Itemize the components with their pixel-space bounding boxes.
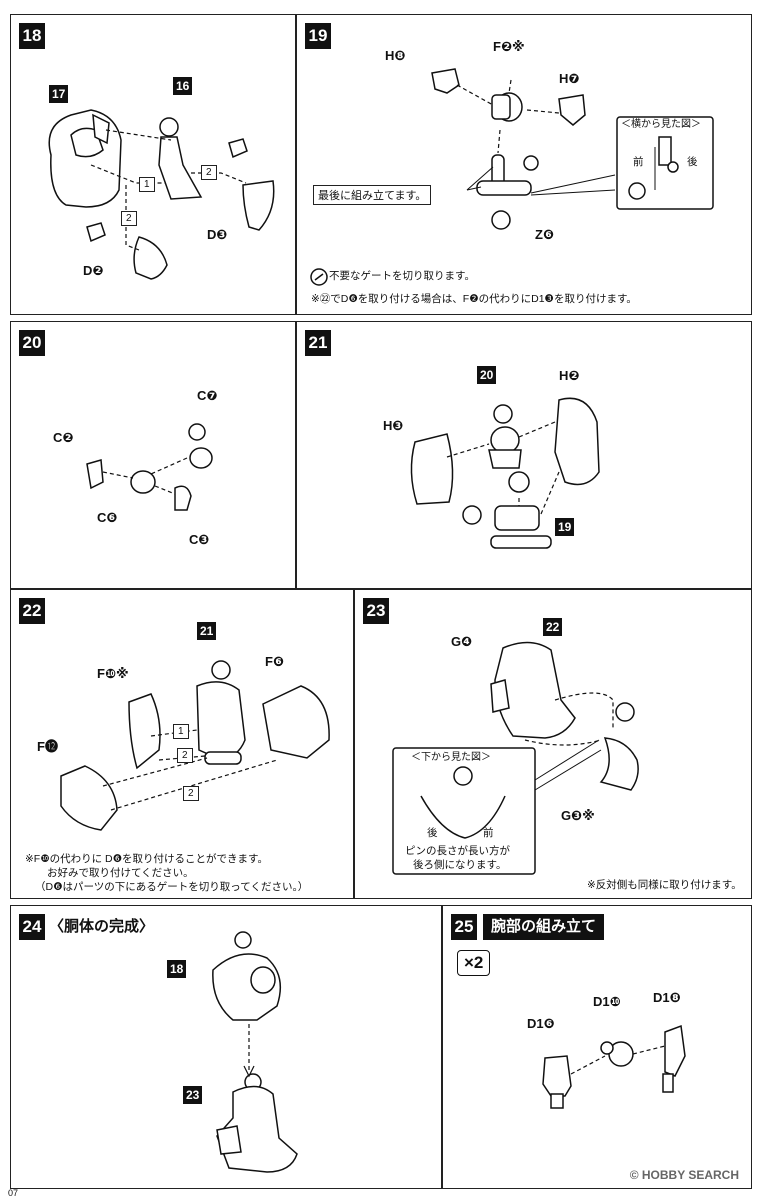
part-label-z6: Z❻ <box>535 227 554 242</box>
step-title: 腕部の組み立て <box>483 914 605 940</box>
part-label-d3: D❸ <box>207 227 228 242</box>
side-view-front: 前 <box>633 156 644 168</box>
step-20-panel: 20 C❼ C❷ C❻ C❸ <box>10 321 296 589</box>
step-number: 23 <box>363 598 389 624</box>
step-number: 21 <box>305 330 331 356</box>
step-23-diagram <box>392 641 639 875</box>
step-22-panel: 22 21 F❿※ F❻ F⓬ 1 2 2 ※F❿の代わりに D❻を取り付けるこ… <box>10 589 354 899</box>
pin-note-line-2: 後ろ側になります。 <box>413 859 507 871</box>
part-label-16: 16 <box>173 77 193 95</box>
part-label-c6: C❻ <box>97 510 118 525</box>
part-label-g3: G❸※ <box>561 808 595 823</box>
part-label-h2: H❷ <box>559 368 580 383</box>
step-20-diagram <box>86 423 213 511</box>
part-label-d2: D❷ <box>83 263 104 278</box>
step-number: 18 <box>19 23 45 49</box>
step-19-diagram <box>431 68 714 230</box>
part-label-f12: F⓬ <box>37 739 58 754</box>
part-label-20: 20 <box>477 366 497 384</box>
substitute-note-line-2: お好みで取り付けてください。 <box>47 867 194 879</box>
step-23-panel: 23 G❹ 22 G❸※ ＜下から見た図＞ 後 前 ピンの長さが長い方が <box>354 589 752 899</box>
step-24-diagram <box>212 931 298 1173</box>
order-2-bottom: 2 <box>121 211 137 226</box>
order-2-right: 2 <box>201 165 217 180</box>
step-title: 〈胴体の完成〉 <box>49 918 155 935</box>
step-24-panel: 24 〈胴体の完成〉 18 23 <box>10 905 442 1189</box>
step-number: 24 <box>19 914 45 940</box>
bottom-view-back: 後 <box>427 827 438 839</box>
part-label-d18: D1❽ <box>653 990 681 1005</box>
page-number: 07 <box>8 1188 19 1198</box>
substitute-note-line-3: （D❻はパーツの下にあるゲートを切り取ってください。） <box>35 881 309 893</box>
part-label-19: 19 <box>555 518 575 536</box>
bottom-view-title: ＜下から見た図＞ <box>411 752 491 763</box>
part-label-c7: C❼ <box>197 388 218 403</box>
part-label-h8: H❽ <box>385 48 406 63</box>
part-label-f2: F❷※ <box>493 39 525 54</box>
part-label-17: 17 <box>49 85 69 103</box>
part-label-c2: C❷ <box>53 430 74 445</box>
pin-note-line-1: ピンの長さが長い方が <box>405 845 510 857</box>
step-number: 22 <box>19 598 45 624</box>
part-label-23: 23 <box>183 1086 203 1104</box>
side-view-back: 後 <box>687 156 698 168</box>
step-number: 20 <box>19 330 45 356</box>
last-assemble-label: 最後に組み立てます。 <box>313 185 432 205</box>
part-label-g4: G❹ <box>451 634 473 649</box>
part-label-f6: F❻ <box>265 654 284 669</box>
substitute-note: ※㉒でD❻を取り付ける場合は、F❷の代わりにD1❸を取り付けます。 <box>311 293 637 305</box>
cutter-icon <box>310 268 328 286</box>
substitute-note-line-1: ※F❿の代わりに D❻を取り付けることができます。 <box>25 853 268 865</box>
step-18-panel: 18 17 16 1 2 2 D❸ D❷ <box>10 14 296 315</box>
part-label-18: 18 <box>167 960 187 978</box>
part-label-22: 22 <box>543 618 563 636</box>
part-label-d110: D1❿ <box>593 994 621 1009</box>
step-19-panel: 19 <box>296 14 752 315</box>
order-1: 1 <box>139 177 155 192</box>
part-label-d16: D1❻ <box>527 1016 555 1031</box>
bottom-view-front: 前 <box>483 827 494 839</box>
part-label-c3: C❸ <box>189 532 210 547</box>
order-2-lower: 2 <box>183 786 199 801</box>
step-21-diagram <box>410 397 600 549</box>
part-label-h7: H❼ <box>559 71 580 86</box>
step-21-panel: 21 20 H❷ H❸ 19 <box>296 321 752 589</box>
quantity-x2: ×2 <box>457 950 491 976</box>
part-label-21: 21 <box>197 622 217 640</box>
opposite-side-note: ※反対側も同様に取り付けます。 <box>587 879 742 891</box>
watermark: © HOBBY SEARCH <box>629 1168 739 1182</box>
step-number: 19 <box>305 23 331 49</box>
order-1: 1 <box>173 724 189 739</box>
step-25-panel: 25 腕部の組み立て ×2 D1❻ D1❿ D1❽ © HOBBY SEARCH <box>442 905 752 1189</box>
part-label-h3: H❸ <box>383 418 404 433</box>
part-label-f10: F❿※ <box>97 666 129 681</box>
gate-note: 不要なゲートを切り取ります。 <box>329 270 475 282</box>
step-25-diagram <box>542 1024 686 1109</box>
side-view-title: ＜横から見た図＞ <box>621 119 701 130</box>
order-2-middle: 2 <box>177 748 193 763</box>
step-18-diagram <box>48 109 275 280</box>
step-number: 25 <box>451 914 477 940</box>
step-22-diagram <box>60 660 330 831</box>
